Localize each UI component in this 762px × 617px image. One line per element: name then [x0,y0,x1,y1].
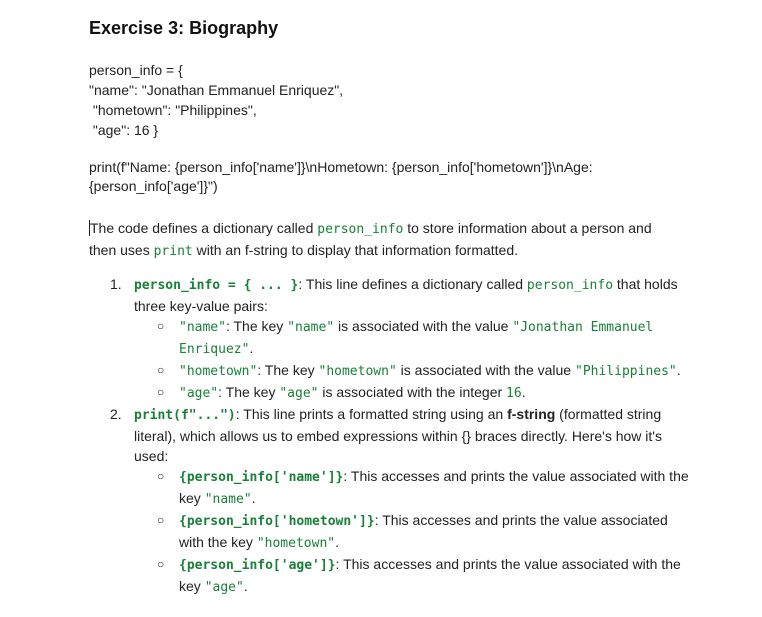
explanation-list: 1.person_info = { ... }: This line defin… [89,274,689,598]
list-item: 2.print(f"..."): This line prints a form… [110,406,662,464]
text-cursor [89,220,90,236]
sub-list-item: ○"hometown": The key "hometown" is assoc… [157,362,681,379]
code-line: "name": "Jonathan Emmanuel Enriquez", [89,82,344,98]
intro-paragraph: The code defines a dictionary called per… [89,220,652,259]
list-number: 2. [110,406,122,422]
inline-code: person_info [317,222,404,237]
bullet-circle-icon: ○ [157,319,165,333]
sub-list-item: ○"name": The key "name" is associated wi… [157,318,654,357]
bullet-circle-icon: ○ [157,557,165,571]
inline-code: print(f"...") [134,408,236,423]
sub-list-item: ○{person_info['hometown']}: This accesse… [157,512,668,551]
sub-list-item: ○"age": The key "age" is associated with… [157,384,526,401]
inline-code: person_info [526,278,614,293]
page-title: Exercise 3: Biography [89,18,279,38]
bullet-circle-icon: ○ [157,385,165,399]
print-statement: print(f"Name: {person_info['name']}\nHom… [89,159,593,194]
bullet-circle-icon: ○ [157,363,165,377]
code-line: person_info = { [89,62,183,78]
sub-list-item: ○{person_info['age']}: This accesses and… [157,556,681,595]
bullet-circle-icon: ○ [157,513,165,527]
code-line: "hometown": "Philippines", [89,102,257,118]
list-number: 1. [110,276,122,292]
bold-term: f-string [507,406,556,422]
sub-list-item: ○{person_info['name']}: This accesses an… [157,468,689,507]
inline-code: person_info = { ... } [134,278,299,293]
bullet-circle-icon: ○ [157,469,165,483]
inline-code: print [153,244,193,259]
code-line: "age": 16 } [89,122,159,138]
dictionary-code-block: person_info = { "name": "Jonathan Emmanu… [89,60,343,140]
list-item: 1.person_info = { ... }: This line defin… [110,276,678,314]
